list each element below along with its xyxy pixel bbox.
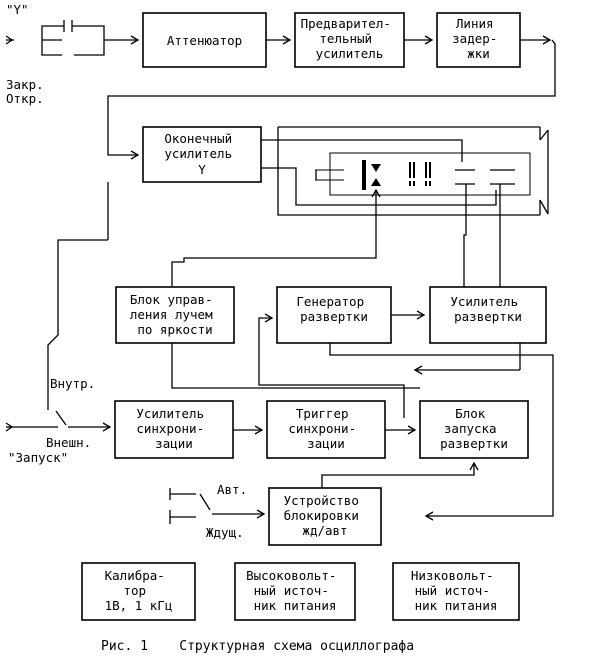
sync-amplifier-block	[114, 400, 234, 459]
calibrator-label: Калибра- тор 1В, 1 кГц	[105, 568, 173, 613]
internal-sync-line	[47, 239, 108, 402]
coupling-label-open: Откр.	[6, 91, 44, 106]
final-amp-block	[142, 126, 262, 183]
lock-device-label: Устройство блокировки жд/авт	[284, 493, 367, 538]
preamp-label: Предварител- тельный усилитель	[301, 16, 399, 61]
final-amp-label: Оконечный усилитель Y	[164, 131, 239, 177]
sync-switch-internal-label: Внутр.	[50, 376, 95, 391]
final-amp-to-plate-top	[261, 139, 463, 162]
coupling-label-closed: Закр.	[6, 77, 44, 92]
hv-supply-label: Высоковольт- ный источ- ник питания	[246, 568, 344, 613]
lock-device-block	[268, 487, 382, 546]
mode-switch-wait-label: Ждущ.	[206, 525, 244, 540]
delay-to-final-amp-line	[107, 39, 556, 160]
crt-tube	[277, 126, 549, 216]
sync-external-input-label: "Запуск"	[8, 450, 68, 465]
figure-caption: Рис. 1 Структурная схема осциллографа	[101, 639, 414, 654]
delay-line-label: Линия задер- жки	[452, 16, 505, 61]
preamp-block	[294, 12, 405, 68]
attenuator-block	[142, 12, 267, 68]
mode-switch[interactable]	[169, 488, 266, 524]
mode-switch-auto-label: Авт.	[217, 482, 247, 497]
sweep-generator-label: Генератор развертки	[296, 294, 371, 324]
sync-switch-blade	[55, 410, 67, 426]
generator-to-lock-line	[329, 343, 554, 521]
final-amp-to-plate-bottom	[261, 167, 497, 206]
hv-supply-block	[234, 562, 356, 621]
sweep-amplifier-block	[429, 286, 547, 344]
delay-line-block	[436, 12, 521, 68]
input-coupling-capacitor	[41, 20, 140, 56]
brightness-feedback-line	[171, 343, 420, 389]
calibrator-block	[81, 562, 196, 621]
lock-to-start-arrow	[321, 461, 479, 488]
sweep-start-block	[419, 400, 529, 459]
start-to-generator-line	[258, 313, 405, 418]
lv-supply-block	[392, 562, 520, 621]
sweep-start-label: Блок запуска развертки	[440, 406, 508, 451]
input-y-label: "Y"	[6, 2, 29, 17]
brightness-control-label: Блок управ- ления лучем по яркости	[130, 292, 220, 337]
brightness-control-block	[115, 286, 235, 344]
input-y-arrowhead	[5, 35, 14, 45]
sync-switch-external-label: Внешн.	[46, 435, 91, 450]
sync-trigger-label: Триггер синхрони- зации	[288, 406, 363, 451]
sweep-amp-to-plate-left	[463, 184, 467, 287]
sweep-amplifier-label: Усилитель развертки	[450, 294, 525, 324]
sync-amplifier-label: Усилитель синхрони- зации	[136, 406, 211, 451]
sweep-generator-block	[276, 286, 392, 344]
attenuator-label: Аттенюатор	[167, 33, 242, 48]
brightness-to-grid-line	[171, 188, 381, 286]
lv-supply-label: Низковольт- ный источ- ник питания	[411, 568, 501, 613]
